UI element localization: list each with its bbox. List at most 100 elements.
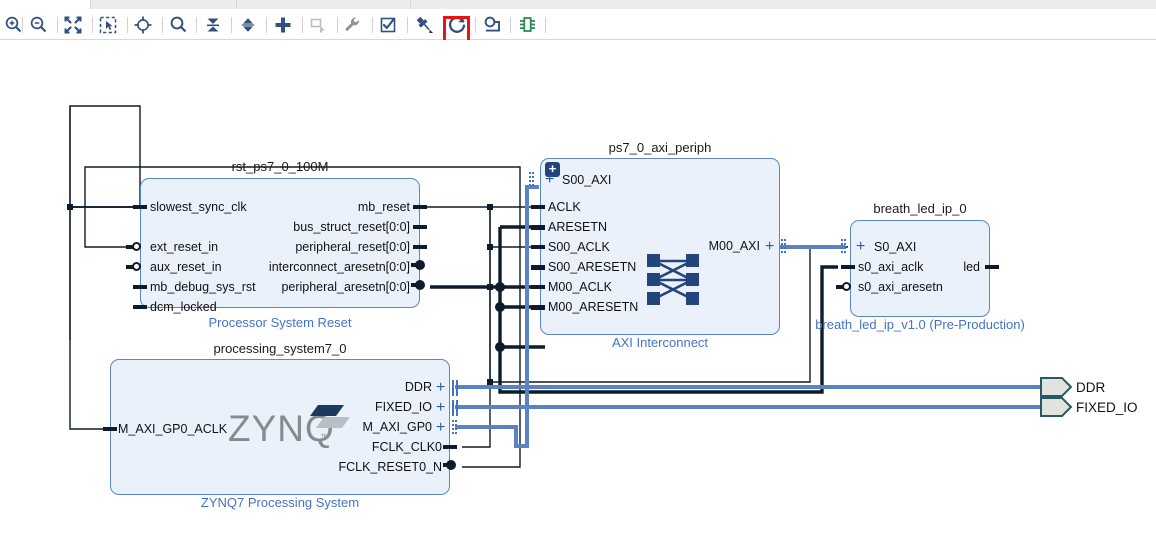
toolbar-separator <box>266 17 267 33</box>
pin-stub <box>443 445 457 449</box>
pin-s0-axi-aresetn[interactable]: s0_axi_aresetn <box>858 280 943 294</box>
pin-ext-reset-in[interactable]: ext_reset_in <box>150 240 219 254</box>
pin-mb-reset[interactable]: mb_reset <box>357 200 410 214</box>
pin-led[interactable]: led <box>963 260 980 274</box>
toolbar-separator <box>22 17 23 33</box>
settings-wrench-icon[interactable] <box>340 12 366 37</box>
validate-icon[interactable] <box>375 12 401 37</box>
pin-m-axi-gp0[interactable]: M_AXI_GP0 <box>362 420 432 434</box>
pin-stub <box>126 245 134 249</box>
collapse-icon[interactable] <box>200 12 226 37</box>
bus-expand-plus-icon[interactable]: + <box>436 419 446 436</box>
block-type-ps7: ZYNQ7 Processing System <box>200 495 360 510</box>
pin-fclk-reset0-n[interactable]: FCLK_RESET0_N <box>338 460 442 474</box>
pin-stub <box>126 265 134 269</box>
expand-icon[interactable] <box>235 12 261 37</box>
block-processing-system7-0[interactable] <box>110 359 450 495</box>
pin-bus-struct-reset[interactable]: bus_struct_reset[0:0] <box>293 220 410 234</box>
bus-expand-plus-icon[interactable]: + <box>436 379 446 396</box>
external-port-fixed-io[interactable] <box>1040 397 1073 422</box>
pin-s00-aclk[interactable]: S00_ACLK <box>548 240 610 254</box>
pin-aclk[interactable]: ACLK <box>548 200 581 214</box>
tab-separator <box>410 0 411 9</box>
bus-connector-fixed-io[interactable] <box>452 400 459 416</box>
toolbar-separator <box>372 17 373 33</box>
pin-s00-aresetn[interactable]: S00_ARESETN <box>548 260 637 274</box>
pin-aresetn[interactable]: ARESETN <box>548 220 608 234</box>
toolbar-separator <box>196 17 197 33</box>
pin-bubble-filled <box>415 260 425 270</box>
bus-expand-plus-icon[interactable]: + <box>765 238 775 255</box>
block-title-rst: rst_ps7_0_100M <box>231 159 329 174</box>
bus-connector-ddr[interactable] <box>452 380 459 396</box>
bus-connector-s0-axi[interactable] <box>841 239 848 255</box>
toolbar-separator <box>127 17 128 33</box>
pin-m-axi-gp0-aclk[interactable]: M_AXI_GP0_ACLK <box>118 422 228 436</box>
pin-icon[interactable] <box>411 12 437 37</box>
bus-expand-plus-icon[interactable]: + <box>436 399 446 416</box>
add-ip-icon[interactable] <box>270 12 296 37</box>
pin-s0-axi-aclk[interactable]: s0_axi_aclk <box>858 260 924 274</box>
zynq-logo-mark <box>310 403 354 438</box>
tab-separator <box>236 0 237 9</box>
zoom-area-icon[interactable] <box>95 12 121 37</box>
block-rst-ps7-0-100m[interactable] <box>140 178 420 308</box>
tab-strip <box>0 0 1156 9</box>
toolbar-divider <box>0 39 1156 40</box>
pin-slowest-sync-clk[interactable]: slowest_sync_clk <box>150 200 247 214</box>
block-ps7-0-axi-periph[interactable] <box>540 158 780 335</box>
toolbar-separator <box>302 17 303 33</box>
toolbar-separator <box>407 17 408 33</box>
bus-connector-m-axi-gp0[interactable] <box>452 420 459 436</box>
pin-peripheral-aresetn[interactable]: peripheral_aresetn[0:0] <box>281 280 410 294</box>
pin-fixed-io[interactable]: FIXED_IO <box>375 400 432 414</box>
pin-aux-reset-in[interactable]: aux_reset_in <box>150 260 222 274</box>
add-module-icon[interactable] <box>305 12 331 37</box>
block-type-led: breath_led_ip_v1.0 (Pre-Production) <box>815 317 1025 332</box>
expand-block-button[interactable]: + <box>545 162 560 177</box>
zoom-in-icon[interactable] <box>0 12 26 37</box>
interface-icon[interactable] <box>514 12 540 37</box>
bus-expand-plus-icon[interactable]: + <box>856 238 866 255</box>
zoom-fit-icon[interactable] <box>60 12 86 37</box>
block-title-ps7: processing_system7_0 <box>213 341 347 356</box>
toolbar-separator <box>92 17 93 33</box>
toolbar-separator <box>475 17 476 33</box>
pin-mb-debug-sys-rst[interactable]: mb_debug_sys_rst <box>150 280 256 294</box>
optimize-routing-icon[interactable] <box>479 12 505 37</box>
bus-expand-plus-icon[interactable]: + <box>545 171 555 188</box>
pin-stub <box>413 245 427 249</box>
pin-stub <box>531 265 545 270</box>
pin-s00-axi[interactable]: S00_AXI <box>562 173 612 187</box>
pin-stub <box>985 265 999 269</box>
pin-peripheral-reset[interactable]: peripheral_reset[0:0] <box>295 240 410 254</box>
fit-selection-icon[interactable] <box>130 12 156 37</box>
toolbar-separator <box>162 17 163 33</box>
pin-interconnect-aresetn[interactable]: interconnect_aresetn[0:0] <box>268 260 410 274</box>
wire-layer <box>67 105 1040 468</box>
pin-bubble-filled <box>415 280 425 290</box>
toolbar-separator <box>231 17 232 33</box>
tab-active[interactable] <box>0 0 90 9</box>
external-port-ddr[interactable] <box>1040 377 1073 402</box>
search-icon[interactable] <box>165 12 191 37</box>
pin-dcm-locked[interactable]: dcm_locked <box>150 300 217 314</box>
pin-stub <box>531 305 545 310</box>
pin-fclk-clk0[interactable]: FCLK_CLK0 <box>371 440 442 454</box>
pin-m00-aresetn[interactable]: M00_ARESETN <box>548 300 639 314</box>
zoom-out-icon[interactable] <box>25 12 51 37</box>
pin-s0-axi[interactable]: S0_AXI <box>874 240 917 254</box>
pin-m00-axi[interactable]: M00_AXI <box>708 239 760 253</box>
toolbar-separator <box>545 17 546 33</box>
pin-stub <box>411 263 419 267</box>
pin-m00-aclk[interactable]: M00_ACLK <box>548 280 612 294</box>
diagram-canvas[interactable]: rst_ps7_0_100M Processor System Reset sl… <box>0 40 1156 553</box>
pin-stub <box>103 427 117 431</box>
bus-connector-s00-axi[interactable] <box>529 172 536 188</box>
pin-ddr[interactable]: DDR <box>404 380 432 394</box>
external-port-label-fixed-io: FIXED_IO <box>1076 400 1138 415</box>
bus-connector-m00-axi[interactable] <box>781 239 788 255</box>
pin-stub <box>531 225 545 230</box>
zynq-logo-tm: ™ <box>320 432 329 442</box>
